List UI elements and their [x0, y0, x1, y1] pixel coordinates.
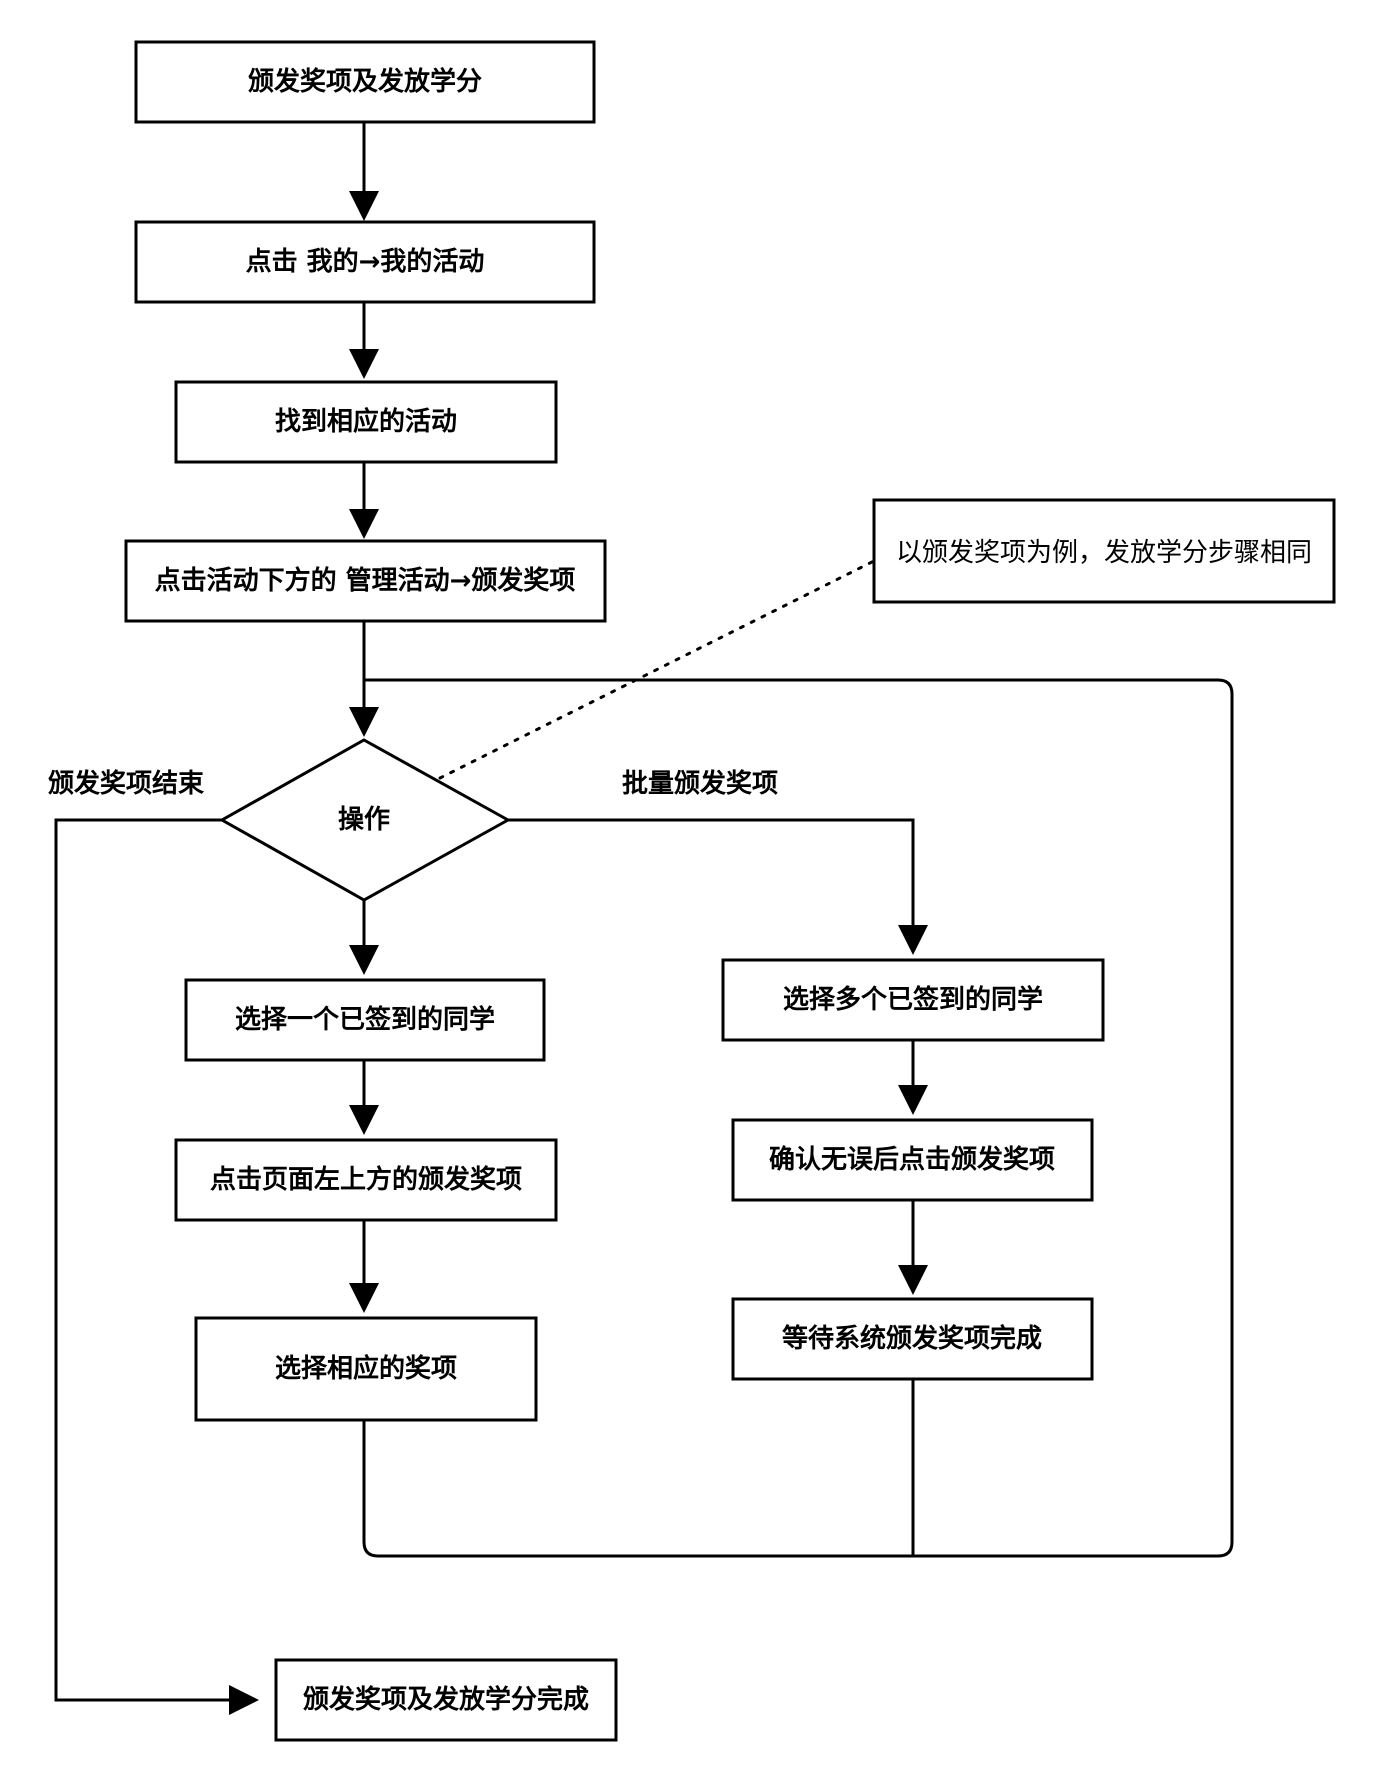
node-select-award: 选择相应的奖项 — [194, 1316, 538, 1422]
node-complete-label: 颁发奖项及发放学分完成 — [303, 1684, 589, 1715]
node-operation: 操作 — [218, 738, 512, 902]
node-manage-award-label: 点击活动下方的 管理活动→颁发奖项 — [155, 565, 576, 596]
node-click-my-activities-label: 点击 我的→我的活动 — [246, 246, 485, 277]
node-click-top-left-label: 点击页面左上方的颁发奖项 — [210, 1164, 522, 1195]
node-click-my-activities: 点击 我的→我的活动 — [134, 220, 596, 304]
edge-operation-to-complete — [54, 818, 259, 1715]
node-award-credits-label: 颁发奖项及发放学分 — [248, 66, 482, 97]
edge-label-end-branch: 颁发奖项结束 — [48, 768, 205, 799]
edge-loop-return — [362, 678, 1234, 1558]
node-select-award-label: 选择相应的奖项 — [275, 1353, 457, 1384]
node-select-one: 选择一个已签到的同学 — [184, 978, 546, 1062]
node-complete: 颁发奖项及发放学分完成 — [274, 1658, 618, 1742]
node-click-top-left: 点击页面左上方的颁发奖项 — [174, 1138, 558, 1222]
note-label: 以颁发奖项为例，发放学分步骤相同 — [896, 538, 1312, 568]
edge-label-batch-branch: 批量颁发奖项 — [622, 768, 778, 799]
node-manage-award: 点击活动下方的 管理活动→颁发奖项 — [124, 539, 607, 623]
node-select-one-label: 选择一个已签到的同学 — [235, 1004, 495, 1035]
edge-operation-to-select-many — [508, 818, 928, 955]
note-connector — [438, 560, 874, 780]
node-operation-label: 操作 — [338, 805, 390, 835]
node-award-credits: 颁发奖项及发放学分 — [134, 40, 596, 124]
node-confirm-click-label: 确认无误后点击颁发奖项 — [769, 1144, 1055, 1175]
note-box: 以颁发奖项为例，发放学分步骤相同 — [872, 498, 1336, 604]
node-confirm-click: 确认无误后点击颁发奖项 — [731, 1118, 1094, 1202]
node-wait-system-label: 等待系统颁发奖项完成 — [782, 1323, 1042, 1354]
node-select-many: 选择多个已签到的同学 — [721, 958, 1105, 1042]
node-find-activity-label: 找到相应的活动 — [275, 406, 457, 437]
node-select-many-label: 选择多个已签到的同学 — [783, 984, 1043, 1015]
edges — [54, 122, 1234, 1715]
node-wait-system: 等待系统颁发奖项完成 — [731, 1297, 1094, 1381]
node-find-activity: 找到相应的活动 — [174, 380, 558, 464]
